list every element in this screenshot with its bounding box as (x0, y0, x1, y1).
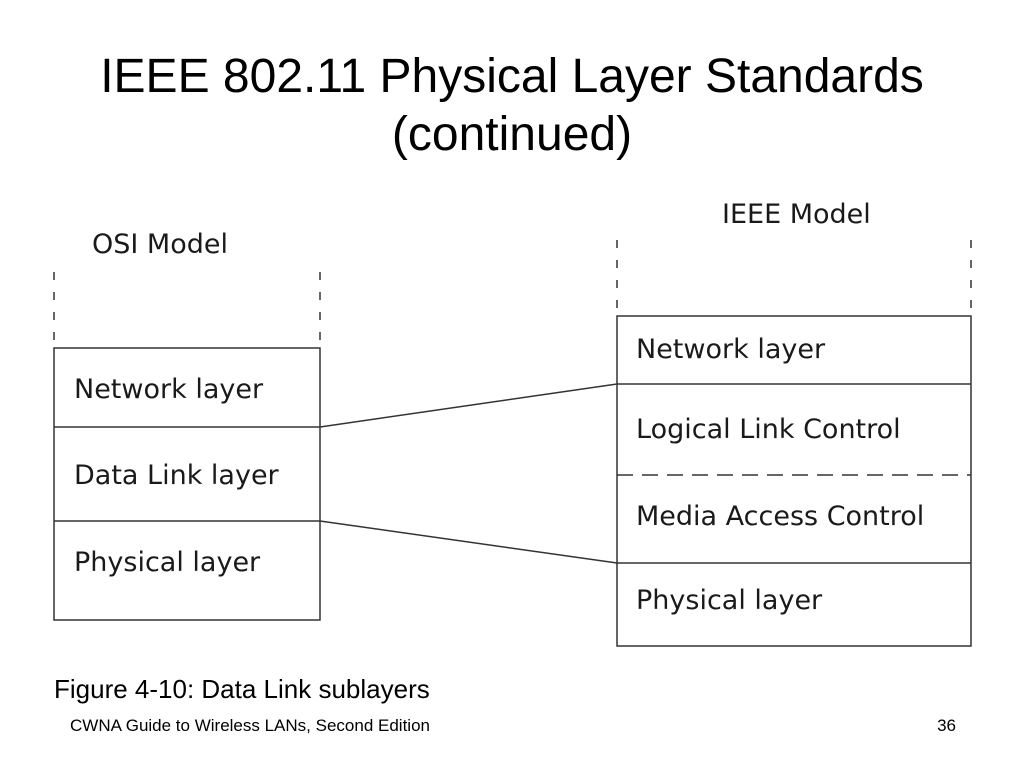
osi-model-heading: OSI Model (92, 229, 228, 260)
osi-layer-network: Network layer (74, 374, 264, 405)
ieee-model-stack (616, 315, 972, 647)
osi-model-stack (53, 347, 321, 621)
footer-text: CWNA Guide to Wireless LANs, Second Edit… (70, 716, 430, 735)
ieee-layer-llc: Logical Link Control (636, 414, 901, 445)
ieee-layer-mac: Media Access Control (636, 501, 924, 532)
title-line-2: (continued) (391, 108, 633, 161)
osi-layer-data-link: Data Link layer (74, 460, 280, 491)
connector-line-lower (319, 520, 618, 564)
connector-line-upper (319, 383, 618, 428)
ieee-layer-physical: Physical layer (636, 585, 823, 616)
title-line-1: IEEE 802.11 Physical Layer Standards (100, 50, 924, 103)
ieee-model: IEEE Model Network layer Logical Link Co… (616, 199, 972, 647)
ieee-model-heading: IEEE Model (722, 199, 871, 230)
osi-model: OSI Model Network layer Data Link layer … (53, 229, 321, 621)
slide-title: IEEE 802.11 Physical Layer Standards (co… (0, 48, 1024, 164)
page-number: 36 (937, 716, 956, 735)
osi-layer-physical: Physical layer (74, 547, 261, 578)
figure-caption: Figure 4-10: Data Link sublayers (54, 674, 430, 704)
ieee-layer-network: Network layer (636, 334, 826, 365)
